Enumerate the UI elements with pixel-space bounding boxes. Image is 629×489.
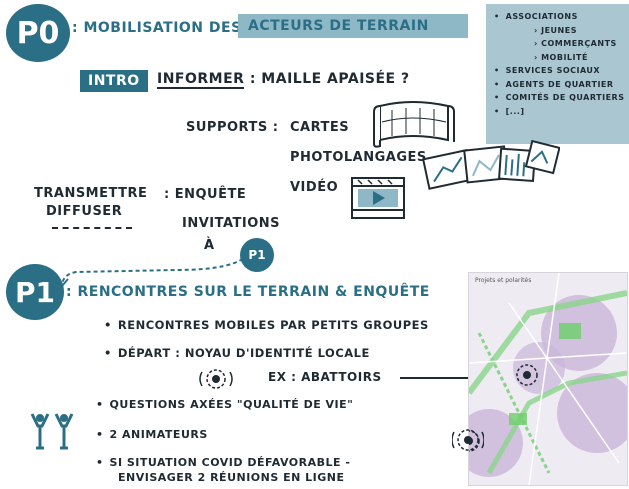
note-commercants: › Commerçants bbox=[534, 39, 617, 48]
note-mobilite: › Mobilité bbox=[534, 52, 588, 62]
supports-label: Supports : bbox=[186, 120, 279, 135]
p0-title-part2: Acteurs de terrain bbox=[248, 18, 429, 34]
p0-title: : Mobilisation des bbox=[72, 20, 242, 36]
intro-line: Informer : maille apaisée ? bbox=[157, 71, 410, 89]
p1-badge: P1 bbox=[6, 264, 64, 320]
p1-item-4: 2 animateurs bbox=[96, 428, 208, 441]
p1-item-1: Rencontres mobiles par petits groupes bbox=[104, 318, 429, 332]
p1-item-2: Départ : noyau d'identité locale bbox=[104, 346, 370, 360]
p1-item-3: Questions axées "qualité de vie" bbox=[96, 398, 353, 411]
target-icon bbox=[199, 369, 233, 389]
note-agents-quartier: Agents de quartier bbox=[494, 78, 626, 92]
intro-question: : maille apaisée ? bbox=[249, 71, 410, 87]
map-graphic bbox=[469, 273, 627, 485]
note-services-sociaux: Services sociaux bbox=[494, 64, 626, 78]
photo-cards-icon bbox=[422, 140, 560, 190]
diffuser-label: Diffuser bbox=[46, 204, 123, 219]
map-title: Projets et polarités bbox=[475, 277, 532, 284]
a-label: à bbox=[204, 238, 215, 253]
dash-dot-line bbox=[52, 227, 132, 229]
supports-cartes: Cartes bbox=[290, 120, 350, 135]
note-etc: [...] bbox=[494, 105, 626, 119]
p1-item-5-line2: envisager 2 réunions en ligne bbox=[118, 471, 345, 484]
actors-note: Associations › Jeunes › Commerçants › Mo… bbox=[486, 4, 629, 144]
transmettre-label: Transmettre bbox=[34, 186, 148, 201]
example-abattoirs: Ex : Abattoirs bbox=[268, 370, 382, 384]
p0-badge: P0 bbox=[6, 4, 70, 62]
map-scroll-icon bbox=[373, 101, 455, 148]
informer-label: Informer bbox=[157, 71, 245, 89]
note-jeunes: › Jeunes bbox=[534, 25, 577, 35]
people-icon bbox=[30, 413, 74, 450]
note-associations: Associations bbox=[494, 10, 626, 24]
p0-title-part1: : Mobilisation des bbox=[72, 20, 242, 36]
map-panel: Projets et polarités bbox=[468, 272, 628, 486]
target-icon-map bbox=[452, 429, 484, 451]
invitations-label: invitations bbox=[182, 216, 281, 231]
enquete-label: : enquête bbox=[164, 187, 247, 202]
supports-photolangages: Photolangages bbox=[290, 150, 427, 165]
supports-video: Vidéo bbox=[290, 180, 339, 195]
note-comites-quartiers: Comités de quartiers bbox=[494, 91, 626, 105]
p1-item-5: Si situation Covid défavorable - bbox=[96, 456, 350, 469]
p0-title-highlight: Acteurs de terrain bbox=[238, 14, 468, 38]
p1-small-badge: P1 bbox=[240, 238, 274, 272]
p1-title: : Rencontres sur le terrain & enquête bbox=[66, 284, 430, 300]
video-icon bbox=[351, 177, 405, 219]
intro-tag: INTRO bbox=[80, 70, 148, 92]
